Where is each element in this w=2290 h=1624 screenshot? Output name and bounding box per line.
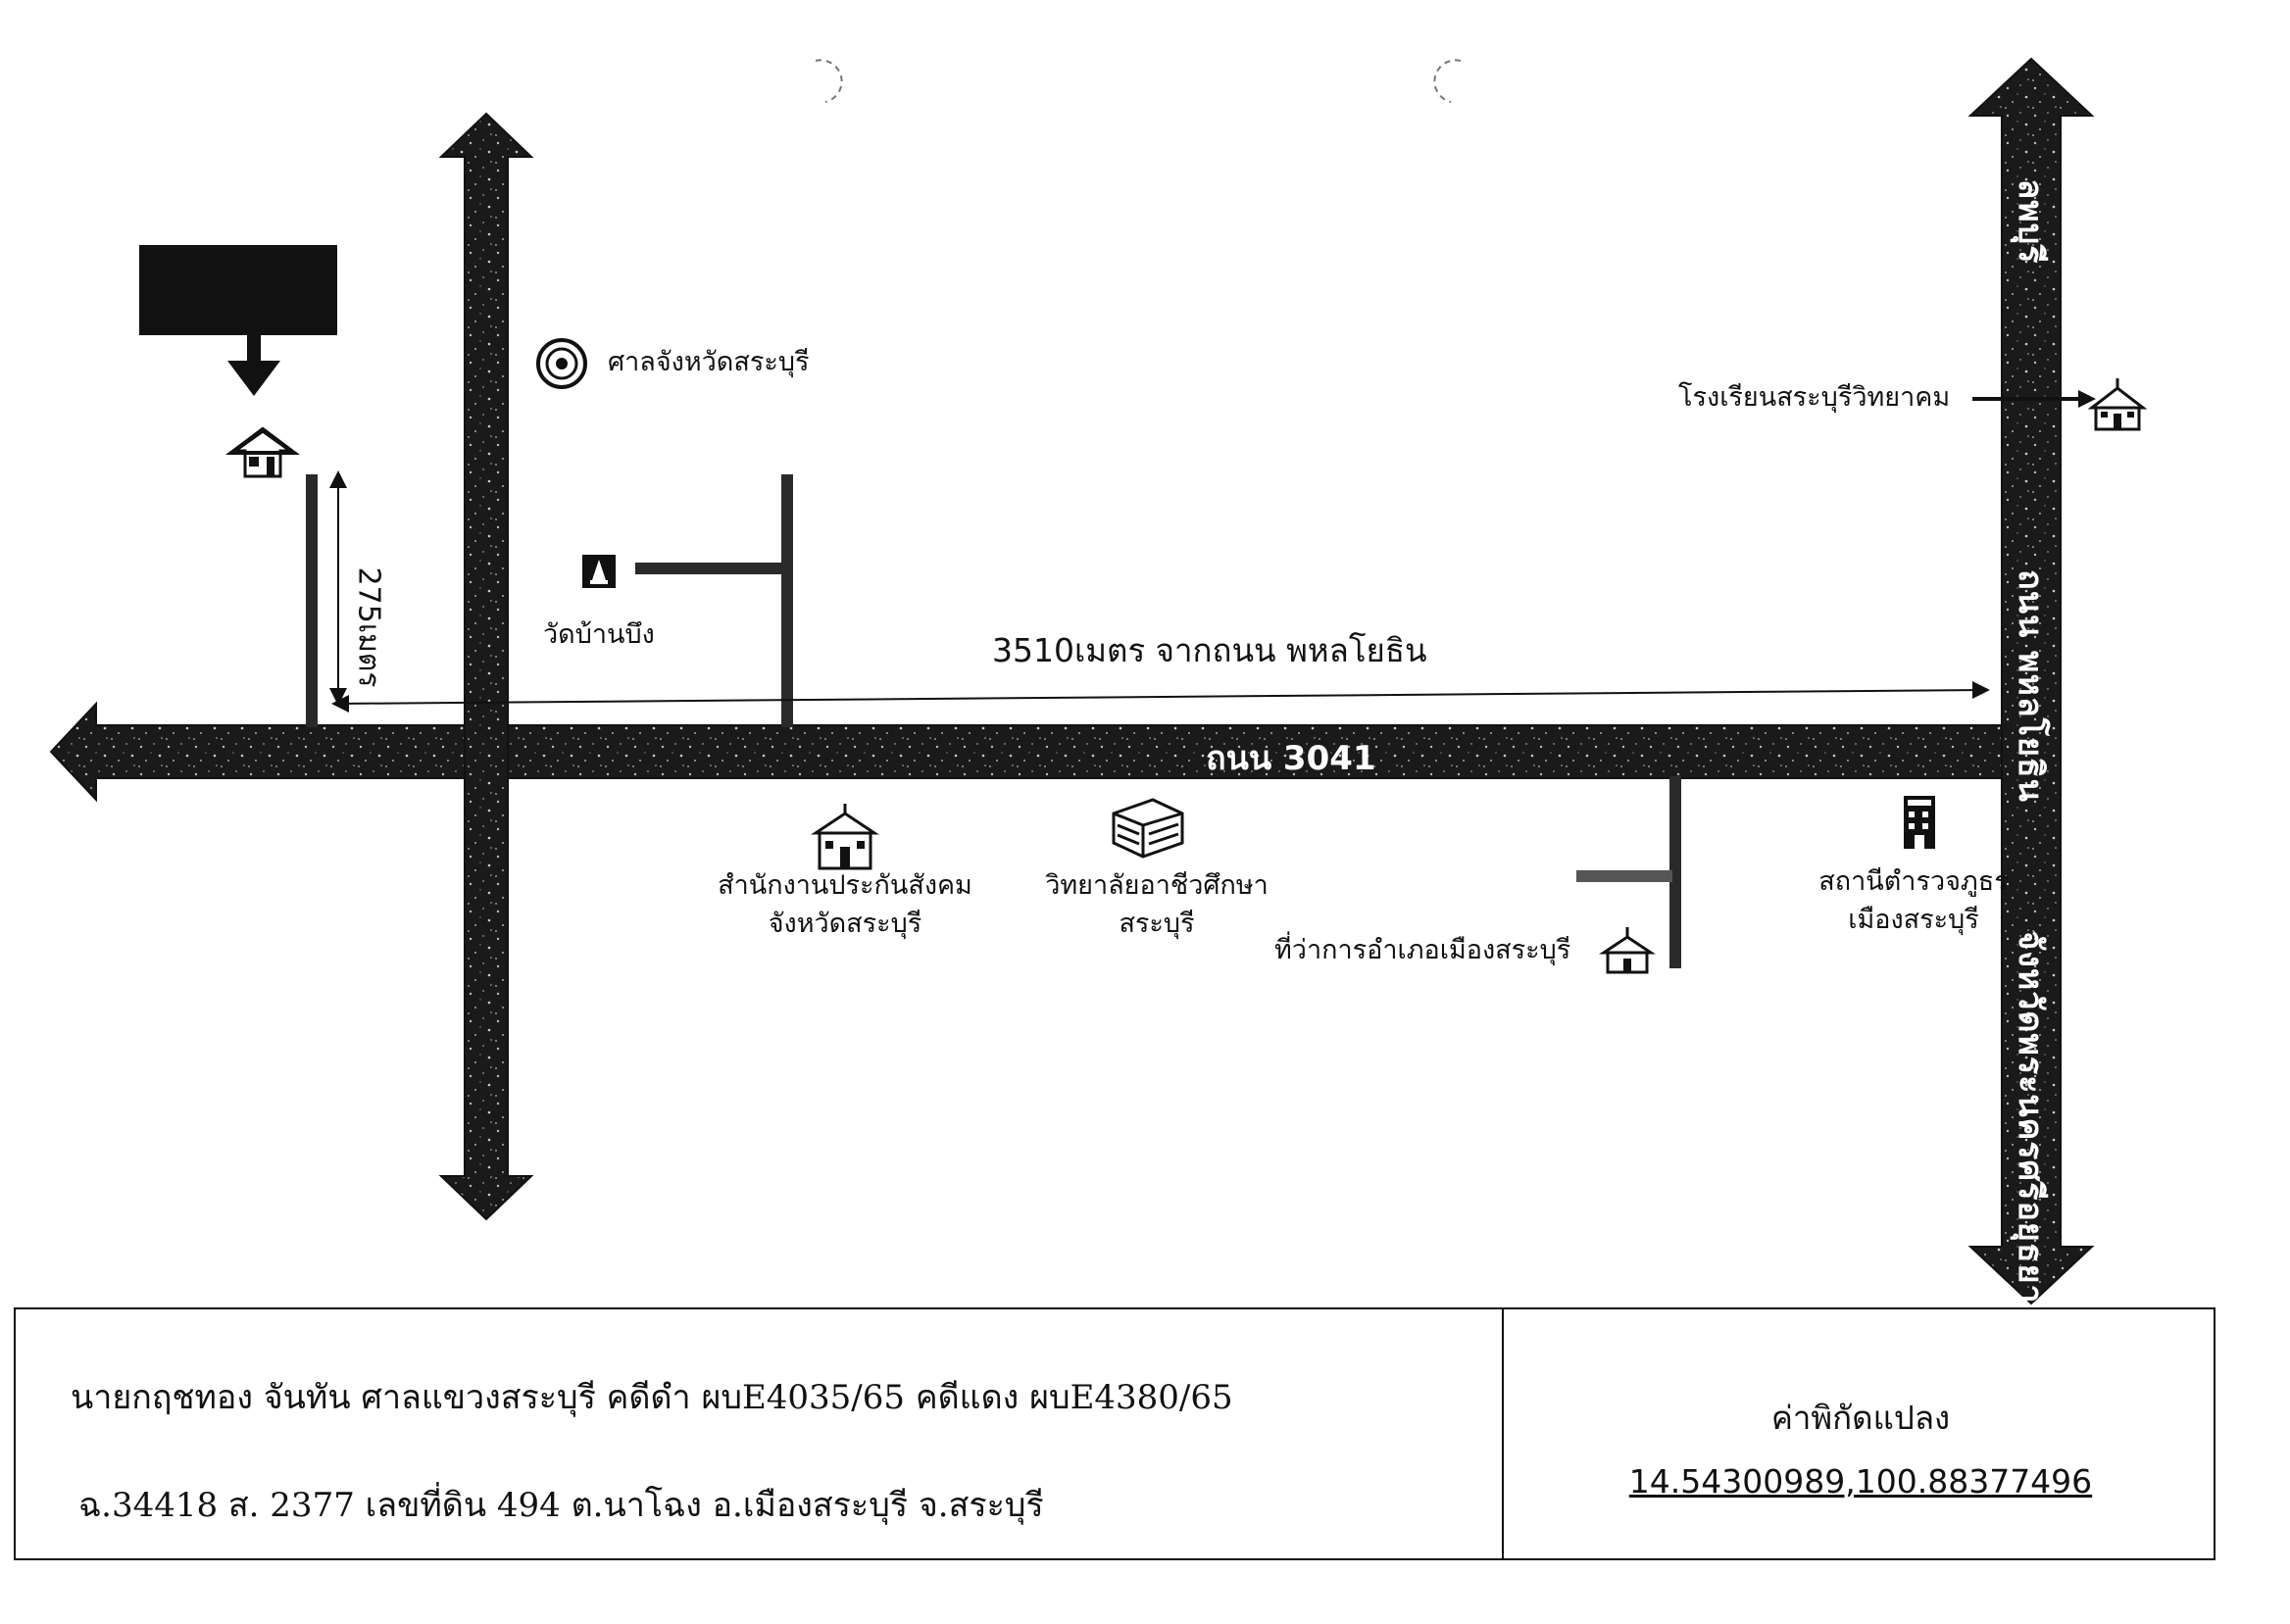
info-box: นายกฤชทอง จันทัน ศาลแขวงสระบุรี คดีดำ ผบ…: [14, 1307, 2215, 1560]
label-school: โรงเรียนสระบุรีวิทยาคม: [1678, 382, 1951, 413]
house-icon: [225, 426, 300, 478]
school-icon: [2087, 378, 2148, 431]
label-distance-main: 3510เมตร จากถนน พหลโยธิน: [992, 631, 1427, 669]
label-social-security: สำนักงานประกันสังคม จังหวัดสระบุรี: [718, 870, 972, 940]
owner-case-line: นายกฤชทอง จันทัน ศาลแขวงสระบุรี คดีดำ ผบ…: [71, 1378, 1233, 1417]
label-temple: วัดบ้านบึง: [543, 619, 655, 650]
label-college: วิทยาลัยอาชีวศึกษา สระบุรี: [1045, 870, 1269, 940]
coordinate-title: ค่าพิกัดแปลง: [1770, 1399, 1951, 1437]
label-road-3041: ถนน 3041: [1206, 739, 1376, 778]
road-west-vertical: [438, 112, 534, 1221]
coordinate-value[interactable]: 14.54300989,100.88377496: [1628, 1462, 2093, 1501]
college-building-icon: [1112, 798, 1184, 859]
label-district-office: ที่ว่าการอำเภอเมืองสระบุรี: [1274, 935, 1571, 965]
distance-arrow-main: [336, 689, 1985, 705]
label-court: ศาลจังหวัดสระบุรี: [608, 347, 810, 377]
road-phahonyothin: [1967, 57, 2095, 1305]
scan-mark: [1433, 59, 1462, 103]
temple-icon: [582, 555, 616, 588]
police-station-icon: [1904, 796, 1935, 849]
district-lane: [1576, 870, 1672, 882]
scan-mark: [815, 59, 843, 103]
social-security-office-icon: [811, 804, 879, 870]
road-3041: [49, 701, 2003, 803]
side-street-district: [1669, 776, 1681, 968]
court-seal-icon: [536, 338, 587, 389]
side-street-temple: [781, 474, 793, 727]
label-police: สถานีตำรวจภูธร เมืองสระบุรี: [1818, 866, 2009, 936]
info-divider: [1502, 1309, 1504, 1558]
temple-lane: [635, 563, 784, 574]
district-office-icon: [1599, 927, 1656, 974]
land-deed-line: ฉ.34418 ส. 2377 เลขที่ดิน 494 ต.นาโฉง อ.…: [78, 1486, 1044, 1525]
target-marker-icon: [139, 245, 337, 335]
side-street-target: [306, 474, 318, 727]
